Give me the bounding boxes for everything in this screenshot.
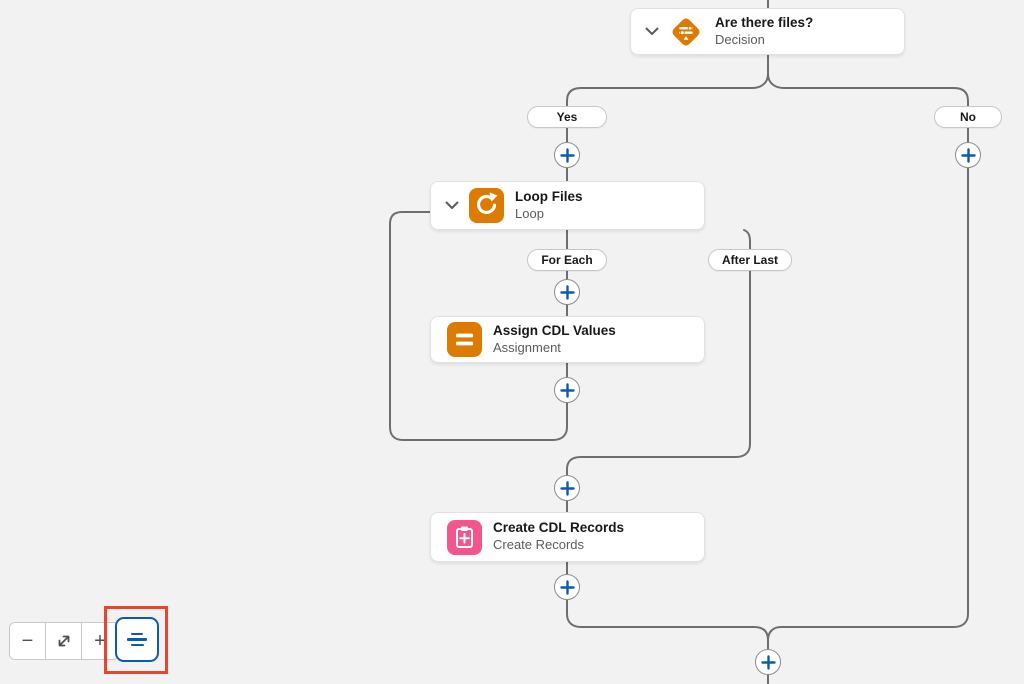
node-title: Create CDL Records [493, 520, 625, 536]
connector-decision-yes [566, 54, 769, 107]
branch-label-after-last[interactable]: After Last [708, 249, 792, 271]
branch-label-yes[interactable]: Yes [527, 106, 607, 128]
add-plus-icon [559, 480, 575, 496]
connector-after-last [566, 229, 751, 514]
node-subtitle: Assignment [493, 339, 561, 355]
add-element-button[interactable] [755, 649, 781, 675]
clipboard-plus-icon [445, 518, 483, 556]
connector-create-to-merge [566, 561, 769, 684]
node-loop[interactable]: Loop Files Loop [430, 181, 705, 230]
node-assignment[interactable]: Assign CDL Values Assignment [430, 316, 705, 363]
decision-diamond-icon [667, 13, 705, 51]
branch-label-for-each[interactable]: For Each [527, 249, 607, 271]
zoom-control-group: − + [9, 622, 119, 660]
node-decision[interactable]: Are there files? Decision [630, 8, 905, 55]
add-plus-icon [559, 382, 575, 398]
add-element-button[interactable] [554, 377, 580, 403]
expand-diagonal-arrows-icon [58, 635, 69, 647]
node-create-records[interactable]: Create CDL Records Create Records [430, 512, 705, 562]
node-subtitle: Loop [515, 205, 544, 221]
node-subtitle: Create Records [493, 537, 585, 553]
zoom-out-button[interactable]: − [10, 623, 46, 659]
add-plus-icon [760, 654, 776, 670]
add-element-button[interactable] [955, 142, 981, 168]
center-aligned-lines-icon [127, 632, 147, 647]
loop-arrow-icon [467, 187, 505, 225]
node-subtitle: Decision [715, 31, 765, 47]
chevron-down-icon[interactable] [641, 21, 663, 43]
add-element-button[interactable] [554, 279, 580, 305]
minus-icon: − [21, 629, 34, 652]
equals-icon [445, 321, 483, 359]
zoom-in-button[interactable]: + [82, 623, 118, 659]
add-plus-icon [559, 284, 575, 300]
select-elements-toggle-button[interactable] [115, 617, 159, 662]
fit-to-view-button[interactable] [46, 623, 82, 659]
add-plus-icon [960, 147, 976, 163]
node-title: Loop Files [515, 188, 583, 204]
connector-no-to-merge [767, 126, 969, 641]
node-title: Assign CDL Values [493, 322, 616, 338]
connector-loop-back [389, 211, 568, 441]
node-title: Are there files? [715, 14, 814, 30]
add-plus-icon [559, 579, 575, 595]
connector-decision-no [767, 54, 969, 107]
add-element-button[interactable] [554, 574, 580, 600]
plus-icon: + [94, 629, 106, 652]
branch-label-no[interactable]: No [934, 106, 1002, 128]
add-element-button[interactable] [554, 475, 580, 501]
chevron-down-icon[interactable] [441, 195, 463, 217]
add-plus-icon [559, 147, 575, 163]
add-element-button[interactable] [554, 142, 580, 168]
